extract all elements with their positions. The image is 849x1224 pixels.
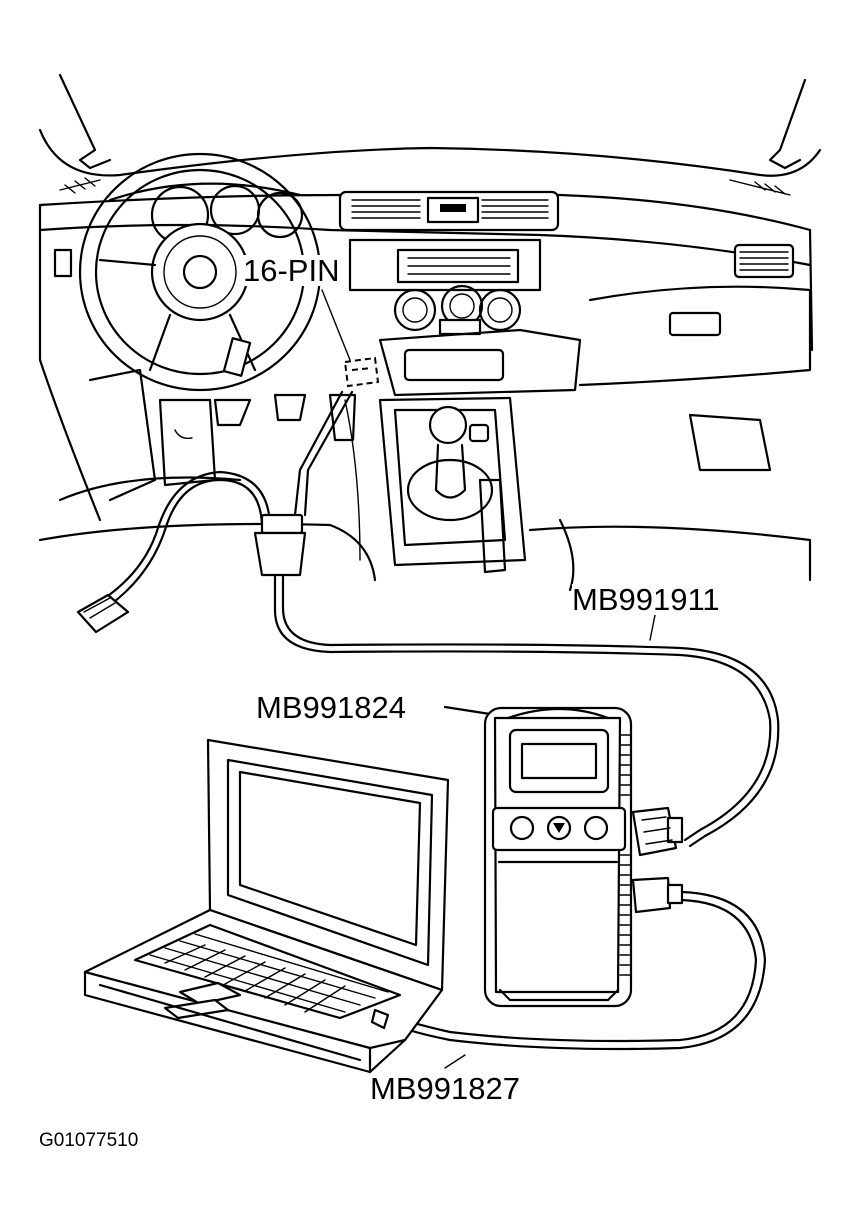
- pedals: [38, 358, 357, 522]
- steering-wheel-icon: [78, 152, 322, 392]
- windshield-frame: [38, 73, 822, 196]
- cable-mb991827: [376, 890, 767, 1051]
- mb991827-label: MB991827: [370, 1071, 520, 1106]
- cable-mb991911: [76, 390, 780, 848]
- dashboard-body: [38, 190, 814, 397]
- connector-label: 16-PIN: [243, 253, 340, 288]
- seats: [38, 399, 812, 592]
- gear-shifter-icon: [378, 396, 527, 574]
- mb991911-label: MB991911: [572, 582, 720, 617]
- mb991911-leader-line: [649, 614, 656, 641]
- connector-leader-line: [321, 289, 351, 361]
- scan-tool-icon: [443, 705, 684, 1008]
- diagnostic-connector-icon: [343, 356, 380, 388]
- figure-id: G01077510: [39, 1130, 139, 1151]
- mb991824-label: MB991824: [256, 690, 406, 725]
- mb991827-leader-line: [444, 1054, 466, 1069]
- laptop-icon: [83, 738, 450, 1074]
